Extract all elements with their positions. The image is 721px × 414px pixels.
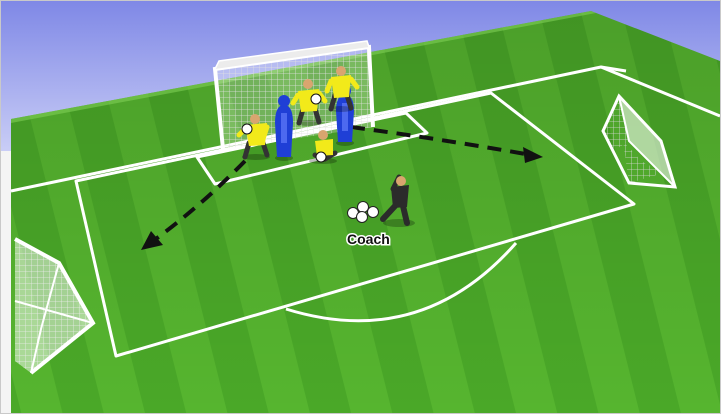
coach-label: Coach	[347, 231, 390, 247]
